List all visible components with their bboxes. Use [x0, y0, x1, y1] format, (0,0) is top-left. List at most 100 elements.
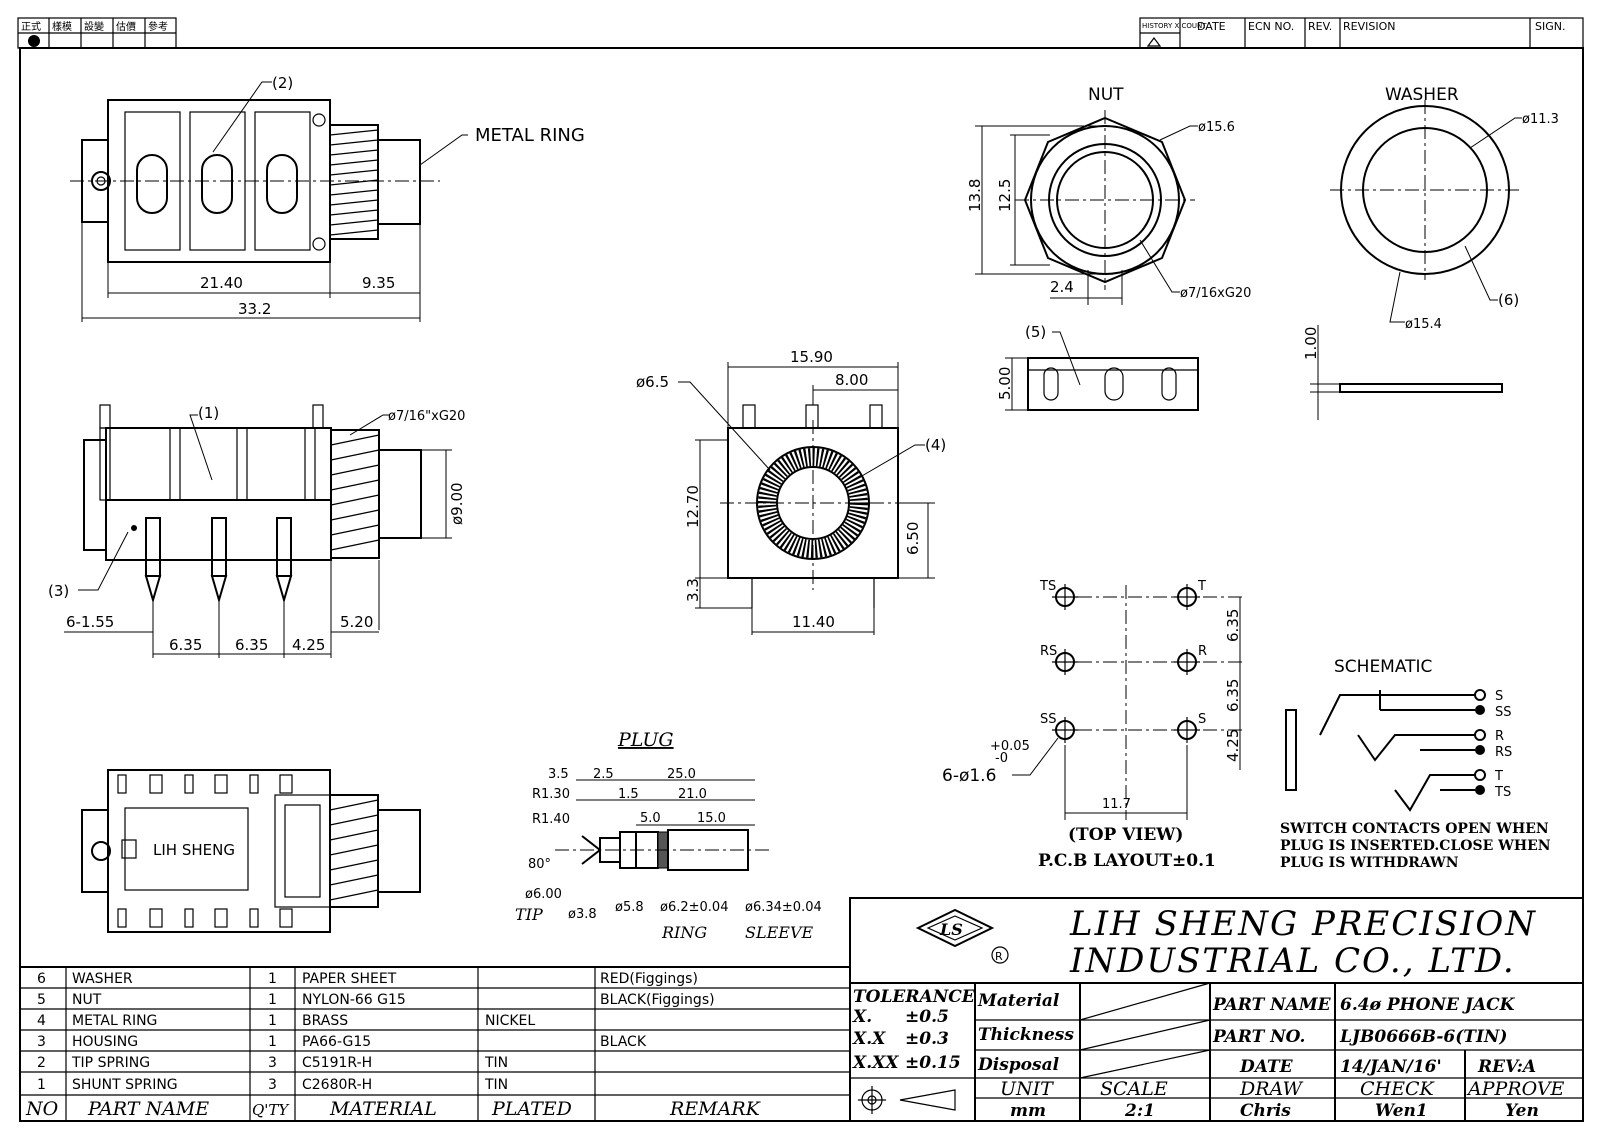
- svg-text:2: 2: [37, 1055, 46, 1071]
- jack-bottom-view: LIH SHENG: [81, 769, 421, 933]
- schematic-pin-ts: TS: [1494, 785, 1511, 800]
- dim-33-2: 33.2: [238, 300, 271, 318]
- dim-12-70: 12.70: [684, 485, 702, 528]
- nut-dim-13-8: 13.8: [966, 179, 984, 212]
- washer-dim-15-4: ø15.4: [1405, 317, 1442, 332]
- pcb-tol-plus: +0.05: [990, 739, 1030, 754]
- svg-text:TIN: TIN: [484, 1077, 508, 1093]
- tb-approve-label: APPROVE: [1466, 1078, 1565, 1100]
- svg-text:1: 1: [37, 1077, 46, 1093]
- svg-text:NUT: NUT: [72, 992, 102, 1008]
- plug-r-1-30: R1.30: [532, 787, 570, 802]
- company-line-1: LIH SHENG PRECISION: [1069, 904, 1537, 944]
- nut-view: NUT ø15.6 13.8 12.5 2.4 ø7/16xG20 (5): [966, 85, 1251, 411]
- schematic-pin-t: T: [1494, 769, 1503, 784]
- callout-6: (6): [1498, 291, 1519, 309]
- svg-text:METAL RING: METAL RING: [72, 1013, 157, 1029]
- svg-text:5: 5: [37, 992, 46, 1008]
- schematic-note-3: PLUG IS WITHDRAWN: [1280, 855, 1459, 871]
- plug-d-6-00: ø6.00: [525, 887, 562, 902]
- dim-21-40: 21.40: [200, 274, 243, 292]
- schematic: SCHEMATIC S SS R RS T TS SWITCH CONTACTS…: [1280, 657, 1551, 871]
- table-row: 6 WASHER 1 PAPER SHEET RED(Figgings): [37, 971, 698, 987]
- schematic-note-2: PLUG IS INSERTED.CLOSE WHEN: [1280, 838, 1551, 854]
- schematic-pin-s: S: [1495, 689, 1503, 704]
- side-thread-label: ø7/16"xG20: [388, 409, 465, 424]
- svg-text:BLACK(Figgings): BLACK(Figgings): [600, 992, 715, 1008]
- svg-text:REMARK: REMARK: [669, 1098, 762, 1120]
- dim-phi-6-5: ø6.5: [636, 373, 669, 391]
- tb-draw: Chris: [1240, 1101, 1291, 1121]
- table-header: NO PART NAME Q'TY MATERIAL PLATED REMARK: [25, 1098, 762, 1120]
- pcb-top-view: (TOP VIEW): [1068, 825, 1183, 845]
- svg-text:NICKEL: NICKEL: [485, 1013, 535, 1029]
- jack-side-view: ø7/16"xG20 (1) (3) ø9.00 6-1.55 5.20 6.3…: [48, 404, 466, 658]
- table-row: 3 HOUSING 1 PA66-G15 BLACK: [37, 1034, 647, 1050]
- pcb-dim-4-25: 4.25: [1224, 729, 1242, 762]
- plug-view: PLUG 3.5 2.5 25.0 R1.30 1.5 21.0 R1.40 5…: [515, 729, 822, 942]
- tb-approve: Yen: [1505, 1101, 1539, 1121]
- legend-cells: 正式 樣模 設變 估價 參考: [17, 17, 177, 49]
- svg-text:LS: LS: [939, 920, 963, 939]
- svg-text:BLACK: BLACK: [600, 1034, 647, 1050]
- pcb-dim-6-35-b: 6.35: [1224, 679, 1242, 712]
- svg-text:1: 1: [268, 1013, 277, 1029]
- svg-text:MATERIAL: MATERIAL: [329, 1098, 437, 1120]
- dim-4-25: 4.25: [292, 636, 325, 654]
- tb-date-label: DATE: [1239, 1057, 1294, 1077]
- svg-text:3: 3: [268, 1055, 277, 1071]
- rev-col-ecn: ECN NO.: [1248, 20, 1294, 33]
- plug-ring: RING: [661, 923, 707, 942]
- svg-text:PART NAME: PART NAME: [87, 1098, 209, 1120]
- tb-check-label: CHECK: [1360, 1078, 1436, 1100]
- rev-col-history: HISTORY X COUNT: [1142, 22, 1207, 30]
- svg-text:4: 4: [37, 1013, 46, 1029]
- svg-text:TIN: TIN: [484, 1055, 508, 1071]
- tb-material: Material: [977, 991, 1060, 1011]
- pcb-label-t: T: [1197, 579, 1206, 594]
- dim-11-40: 11.40: [792, 613, 835, 631]
- plug-d-5-8: ø5.8: [615, 900, 644, 915]
- tb-part-no-label: PART NO.: [1212, 1027, 1305, 1047]
- rev-col-sign: SIGN.: [1535, 20, 1565, 33]
- pcb-holes: 6-ø1.6: [942, 766, 996, 786]
- tb-part-name: 6.4ø PHONE JACK: [1340, 995, 1516, 1015]
- dim-6-35-b: 6.35: [235, 636, 268, 654]
- svg-text:PAPER SHEET: PAPER SHEET: [302, 971, 397, 987]
- washer-dim-1-00: 1.00: [1302, 327, 1320, 360]
- tb-part-no: LJB0666B-6(TIN): [1339, 1027, 1507, 1047]
- tb-rev: REV:A: [1477, 1057, 1536, 1077]
- schematic-note-1: SWITCH CONTACTS OPEN WHEN: [1280, 821, 1549, 837]
- tb-date: 14/JAN/16': [1340, 1057, 1442, 1077]
- nut-thread: ø7/16xG20: [1180, 286, 1251, 301]
- pcb-label-ss: SS: [1040, 712, 1057, 727]
- plug-d-6-2: ø6.2±0.04: [660, 900, 728, 915]
- tb-scale-label: SCALE: [1100, 1078, 1168, 1100]
- tb-tol-x-v: ±0.5: [905, 1007, 949, 1027]
- table-row: 1 SHUNT SPRING 3 C2680R-H TIN: [37, 1077, 508, 1093]
- pcb-label-ts: TS: [1039, 579, 1056, 594]
- nut-dim-2-4: 2.4: [1050, 278, 1074, 296]
- svg-text:TIP SPRING: TIP SPRING: [71, 1055, 150, 1071]
- svg-text:SHUNT SPRING: SHUNT SPRING: [72, 1077, 178, 1093]
- svg-text:NO: NO: [25, 1098, 59, 1120]
- tb-tol-xx-v: ±0.3: [905, 1029, 949, 1049]
- pcb-dim-11-7: 11.7: [1102, 797, 1131, 812]
- legend-cell-4: 參考: [148, 20, 168, 33]
- svg-text:NYLON-66 G15: NYLON-66 G15: [302, 992, 406, 1008]
- plug-d-2-5: 2.5: [593, 767, 614, 782]
- legend-cell-0: 正式: [21, 20, 41, 33]
- plug-angle: 80°: [528, 857, 551, 872]
- jack-top-view: METAL RING (2) 21.40 9.35 33.2: [70, 74, 585, 322]
- dim-9-00: ø9.00: [448, 482, 466, 525]
- dim-6-35-a: 6.35: [169, 636, 202, 654]
- dim-5-20: 5.20: [340, 613, 373, 631]
- pcb-layout: TS T RS R SS S 6.35 6.35 4.25 +0.05 -0 6…: [942, 579, 1245, 871]
- table-row: 4 METAL RING 1 BRASS NICKEL: [37, 1013, 535, 1029]
- svg-text:Q'TY: Q'TY: [252, 1101, 290, 1119]
- plug-d-6-34: ø6.34±0.04: [745, 900, 822, 915]
- pcb-dim-6-35-a: 6.35: [1224, 609, 1242, 642]
- tb-draw-label: DRAW: [1239, 1078, 1303, 1100]
- tb-thickness: Thickness: [978, 1025, 1074, 1045]
- table-row: 5 NUT 1 NYLON-66 G15 BLACK(Figgings): [37, 992, 715, 1008]
